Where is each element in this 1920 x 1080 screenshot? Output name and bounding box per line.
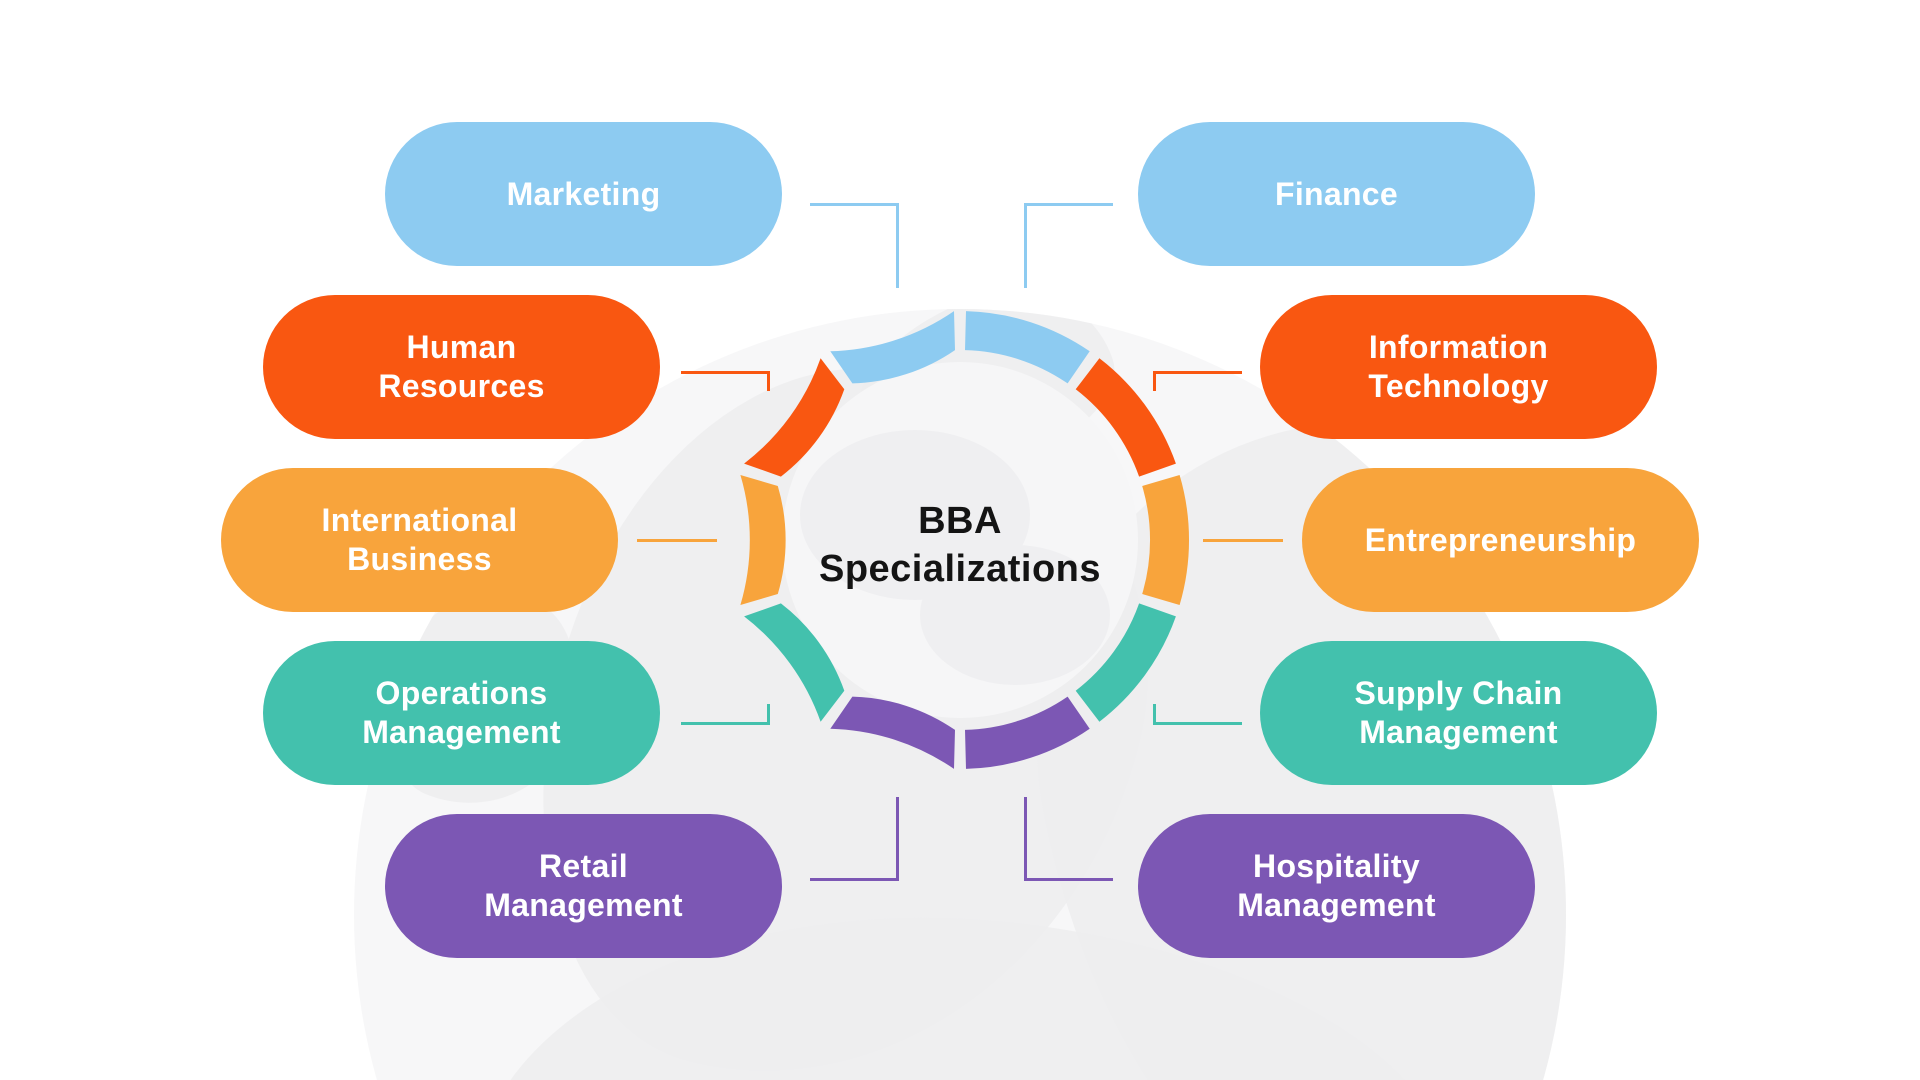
connector-retail-management xyxy=(810,797,899,881)
connector-marketing xyxy=(810,203,899,288)
node-hospitality-management[interactable]: Hospitality Management xyxy=(1138,814,1535,958)
ring-segment-retail xyxy=(830,696,955,769)
specializations-ring xyxy=(740,311,1190,769)
ring-segment-operations xyxy=(744,603,845,722)
connector-human-resources xyxy=(681,371,770,391)
connector-supply-chain-management xyxy=(1153,704,1242,725)
map-blob xyxy=(920,545,1110,685)
node-international-business[interactable]: International Business xyxy=(221,468,618,612)
connector-finance xyxy=(1024,203,1113,288)
ring-segment-international-business xyxy=(740,475,786,605)
node-information-technology[interactable]: Information Technology xyxy=(1260,295,1657,439)
node-supply-chain-management[interactable]: Supply Chain Management xyxy=(1260,641,1657,785)
ring-segment-hospitality xyxy=(965,696,1090,769)
node-entrepreneurship[interactable]: Entrepreneurship xyxy=(1302,468,1699,612)
ring-segment-human-resources xyxy=(744,358,845,477)
ring-segment-finance xyxy=(965,311,1090,384)
connector-operations-management xyxy=(681,704,770,725)
connector-information-technology xyxy=(1153,371,1242,391)
node-finance[interactable]: Finance xyxy=(1138,122,1535,266)
page-title: BBA Specializations xyxy=(818,500,1102,590)
node-retail-management[interactable]: Retail Management xyxy=(385,814,782,958)
connector-entrepreneurship xyxy=(1203,539,1283,542)
ring-segment-supply-chain xyxy=(1075,603,1176,722)
connector-international-business xyxy=(637,539,717,542)
connector-hospitality-management xyxy=(1024,797,1113,881)
ring-segment-marketing xyxy=(830,311,955,384)
node-marketing[interactable]: Marketing xyxy=(385,122,782,266)
ring-segment-information-technology xyxy=(1075,358,1176,477)
node-human-resources[interactable]: Human Resources xyxy=(263,295,660,439)
ring-segment-entrepreneurship xyxy=(1142,475,1190,605)
node-operations-management[interactable]: Operations Management xyxy=(263,641,660,785)
